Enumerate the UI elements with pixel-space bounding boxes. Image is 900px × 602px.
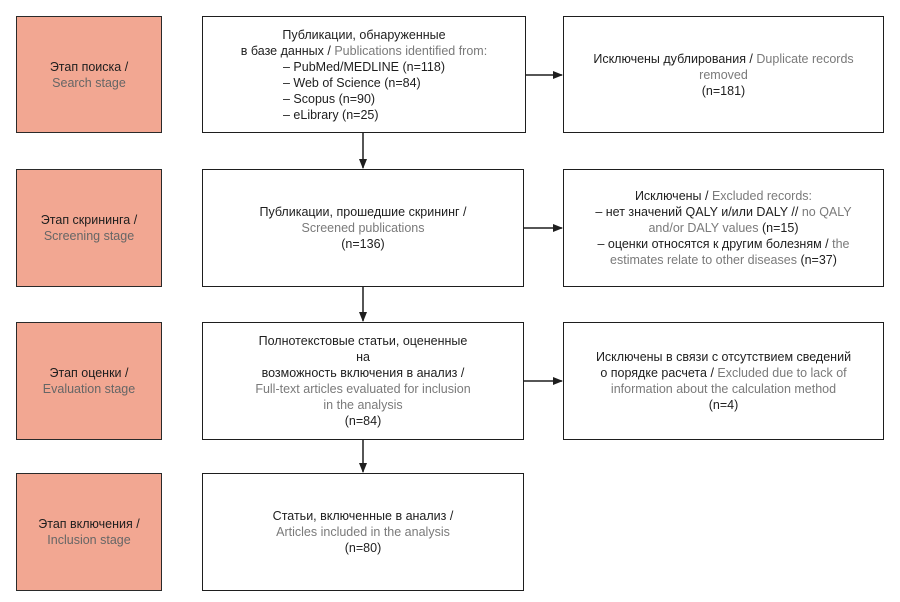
included-count: (n=80) xyxy=(344,541,382,555)
database-list: – PubMed/MEDLINE (n=118) – Web of Scienc… xyxy=(283,59,445,123)
database-scopus: – Scopus (n=90) xyxy=(282,91,376,106)
included-ru: Статьи, включенные в анализ / xyxy=(272,509,454,523)
stage-label-en: Inclusion stage xyxy=(47,533,131,547)
box-excluded-records: Исключены / Excluded records: – нет знач… xyxy=(563,169,884,287)
identified-line2: в базе данных / Publications identified … xyxy=(241,43,487,59)
database-pubmed: – PubMed/MEDLINE (n=118) xyxy=(282,59,445,74)
database-elibrary: – eLibrary (n=25) xyxy=(282,107,379,122)
box-screened-publications: Публикации, прошедшие скрининг / Screene… xyxy=(202,169,524,287)
excluded-item2-ru: – оценки относятся к другим болезням / xyxy=(597,237,829,251)
excluded-title-en: Excluded records: xyxy=(711,189,813,203)
box-publications-identified: Публикации, обнаруженные в базе данных /… xyxy=(202,16,526,133)
excluded-item1-ru: – нет значений QALY и/или DALY // xyxy=(595,205,799,219)
excluded-item1-en2: and/or DALY values xyxy=(648,221,759,235)
excluded-item1-en1: no QALY xyxy=(801,205,852,219)
stage-label-en: Search stage xyxy=(52,75,126,90)
stage-label-ru: Этап скрининга / xyxy=(40,213,138,227)
stage-evaluation: Этап оценки / Evaluation stage xyxy=(16,322,162,440)
excluded-item2-line1: – оценки относятся к другим болезням / t… xyxy=(595,236,851,252)
box-articles-included: Статьи, включенные в анализ / Articles i… xyxy=(202,473,524,591)
screened-en: Screened publications xyxy=(301,221,425,235)
identified-line1: Публикации, обнаруженные xyxy=(282,27,446,42)
box-duplicates-removed: Исключены дублирования / Duplicate recor… xyxy=(563,16,884,133)
excluded-item2-en1: the xyxy=(832,237,850,251)
excluded-item1-line2: and/or DALY values (n=15) xyxy=(595,220,851,236)
identified-line2-en: Publications identified from: xyxy=(334,43,488,58)
stage-label-ru: Этап включения / xyxy=(38,517,140,531)
excluded-title-ru: Исключены / xyxy=(634,189,709,203)
duplicates-count: (n=181) xyxy=(701,83,746,98)
box-excluded-no-info: Исключены в связи с отсутствием сведений… xyxy=(563,322,884,440)
duplicates-en1: Duplicate records xyxy=(756,51,854,66)
noinfo-ru2: о порядке расчета / xyxy=(600,366,714,380)
evaluated-en1: Full-text articles evaluated for inclusi… xyxy=(255,382,471,396)
evaluated-ru3: возможность включения в анализ / xyxy=(261,366,465,380)
evaluated-ru2: на xyxy=(356,350,370,364)
stage-label-ru: Этап оценки / xyxy=(49,366,129,380)
stage-inclusion: Этап включения / Inclusion stage xyxy=(16,473,162,591)
noinfo-en1: Excluded due to lack of xyxy=(717,366,847,380)
identified-line2-ru: в базе данных xyxy=(240,43,324,58)
box-fulltext-evaluated: Полнотекстовые статьи, оцененные на возм… xyxy=(202,322,524,440)
noinfo-en2: information about the calculation method xyxy=(610,382,837,396)
duplicates-en2: removed xyxy=(699,67,748,82)
identified-line2-sep: / xyxy=(323,43,335,58)
stage-label-en: Evaluation stage xyxy=(42,382,136,396)
stage-label-ru: Этап поиска / xyxy=(49,59,129,74)
excluded-item2-en2: estimates relate to other diseases xyxy=(610,253,797,267)
evaluated-en2: in the analysis xyxy=(323,398,403,412)
included-en: Articles included in the analysis xyxy=(276,525,450,539)
excluded-title: Исключены / Excluded records: xyxy=(595,188,851,204)
noinfo-ru1: Исключены в связи с отсутствием сведений xyxy=(595,350,852,364)
evaluated-ru1: Полнотекстовые статьи, оцененные xyxy=(258,334,468,348)
duplicates-ru: Исключены дублирования / xyxy=(593,51,753,66)
excluded-item2-count: (n=37) xyxy=(800,253,837,267)
stage-label-en: Screening stage xyxy=(43,229,135,243)
evaluated-count: (n=84) xyxy=(344,414,382,428)
screened-ru: Публикации, прошедшие скрининг / xyxy=(259,205,467,219)
stage-screening: Этап скрининга / Screening stage xyxy=(16,169,162,287)
noinfo-line2: о порядке расчета / Excluded due to lack… xyxy=(596,365,851,381)
excluded-item1-count: (n=15) xyxy=(762,221,799,235)
duplicates-line1: Исключены дублирования / Duplicate recor… xyxy=(593,51,853,67)
excluded-item1-line1: – нет значений QALY и/или DALY // no QAL… xyxy=(595,204,851,220)
stage-search: Этап поиска / Search stage xyxy=(16,16,162,133)
screened-count: (n=136) xyxy=(341,237,385,251)
noinfo-count: (n=4) xyxy=(708,398,739,412)
database-wos: – Web of Science (n=84) xyxy=(282,75,421,90)
excluded-item2-line2: estimates relate to other diseases (n=37… xyxy=(595,252,851,268)
